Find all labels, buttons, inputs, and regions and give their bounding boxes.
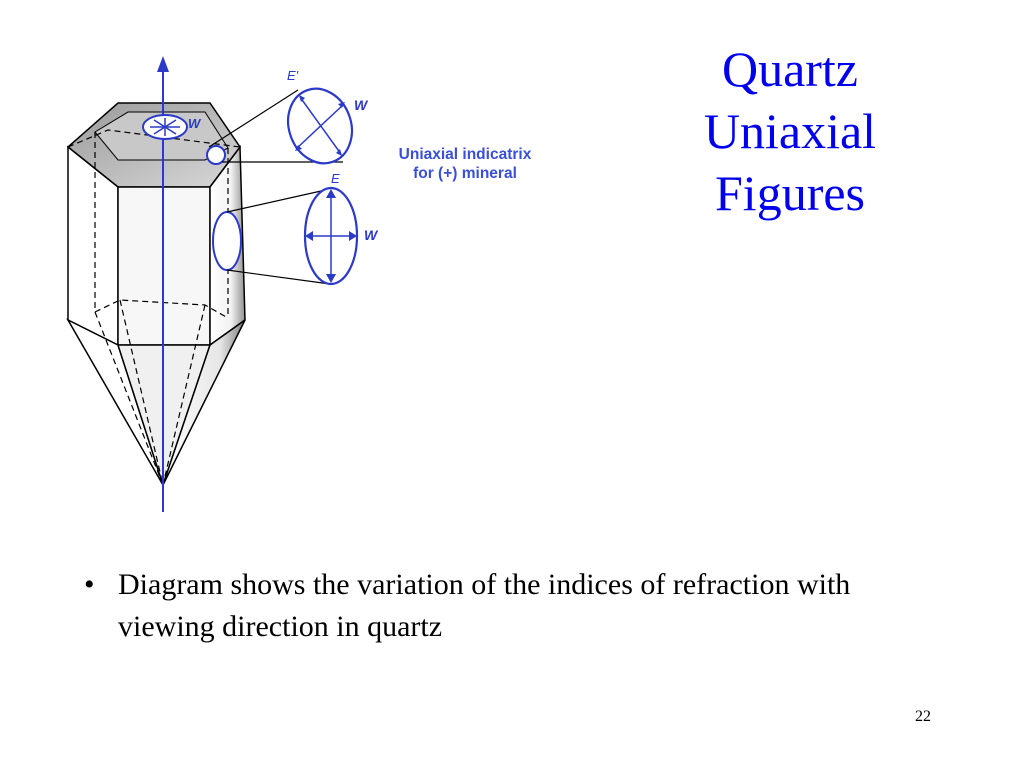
upper-axis-arrow-4 bbox=[338, 102, 345, 108]
title-line-2: Uniaxial bbox=[703, 103, 877, 159]
side-section-axes bbox=[308, 192, 354, 280]
upper-axis-arrow-2 bbox=[336, 149, 342, 156]
label-side-e: E bbox=[331, 171, 340, 186]
title-line-1: Quartz bbox=[721, 41, 859, 97]
label-top-w: W bbox=[354, 97, 369, 113]
bullet-item: • Diagram shows the variation of the ind… bbox=[80, 564, 880, 648]
optic-axis-arrowhead bbox=[157, 56, 169, 72]
label-side-w: W bbox=[364, 227, 379, 243]
crystal-pyramid-right bbox=[162, 319, 246, 486]
side-viewing-ellipse bbox=[212, 211, 242, 271]
quartz-indicatrix-diagram: W E' W E W Uniaxial indicatrix for (+) m… bbox=[66, 56, 532, 512]
side-axis-arrow-right bbox=[349, 231, 357, 241]
bullet-text: Diagram shows the variation of the indic… bbox=[118, 568, 851, 643]
label-top-face-w: W bbox=[188, 116, 202, 131]
page-number: 22 bbox=[915, 708, 931, 725]
upper-viewing-circle bbox=[206, 145, 226, 165]
label-top-e-prime: E' bbox=[287, 68, 299, 83]
side-axis-arrow-down bbox=[326, 274, 336, 283]
side-axis-arrow-up bbox=[326, 189, 336, 198]
bullet-dot-icon: • bbox=[84, 568, 95, 601]
indicatrix-caption-line-1: Uniaxial indicatrix bbox=[399, 146, 532, 163]
side-projection-lines bbox=[226, 188, 331, 285]
side-axis-arrow-left bbox=[305, 231, 313, 241]
title-line-3: Figures bbox=[715, 165, 865, 221]
slide-title: Quartz Uniaxial Figures bbox=[660, 38, 920, 224]
top-face-section-rays bbox=[150, 118, 180, 136]
upper-axis-arrow-3 bbox=[295, 145, 302, 151]
indicatrix-caption-line-2: for (+) mineral bbox=[413, 165, 517, 182]
upper-axis-arrow-1 bbox=[299, 95, 305, 102]
upper-section-axes bbox=[295, 96, 345, 155]
bullet-list: • Diagram shows the variation of the ind… bbox=[80, 564, 880, 648]
